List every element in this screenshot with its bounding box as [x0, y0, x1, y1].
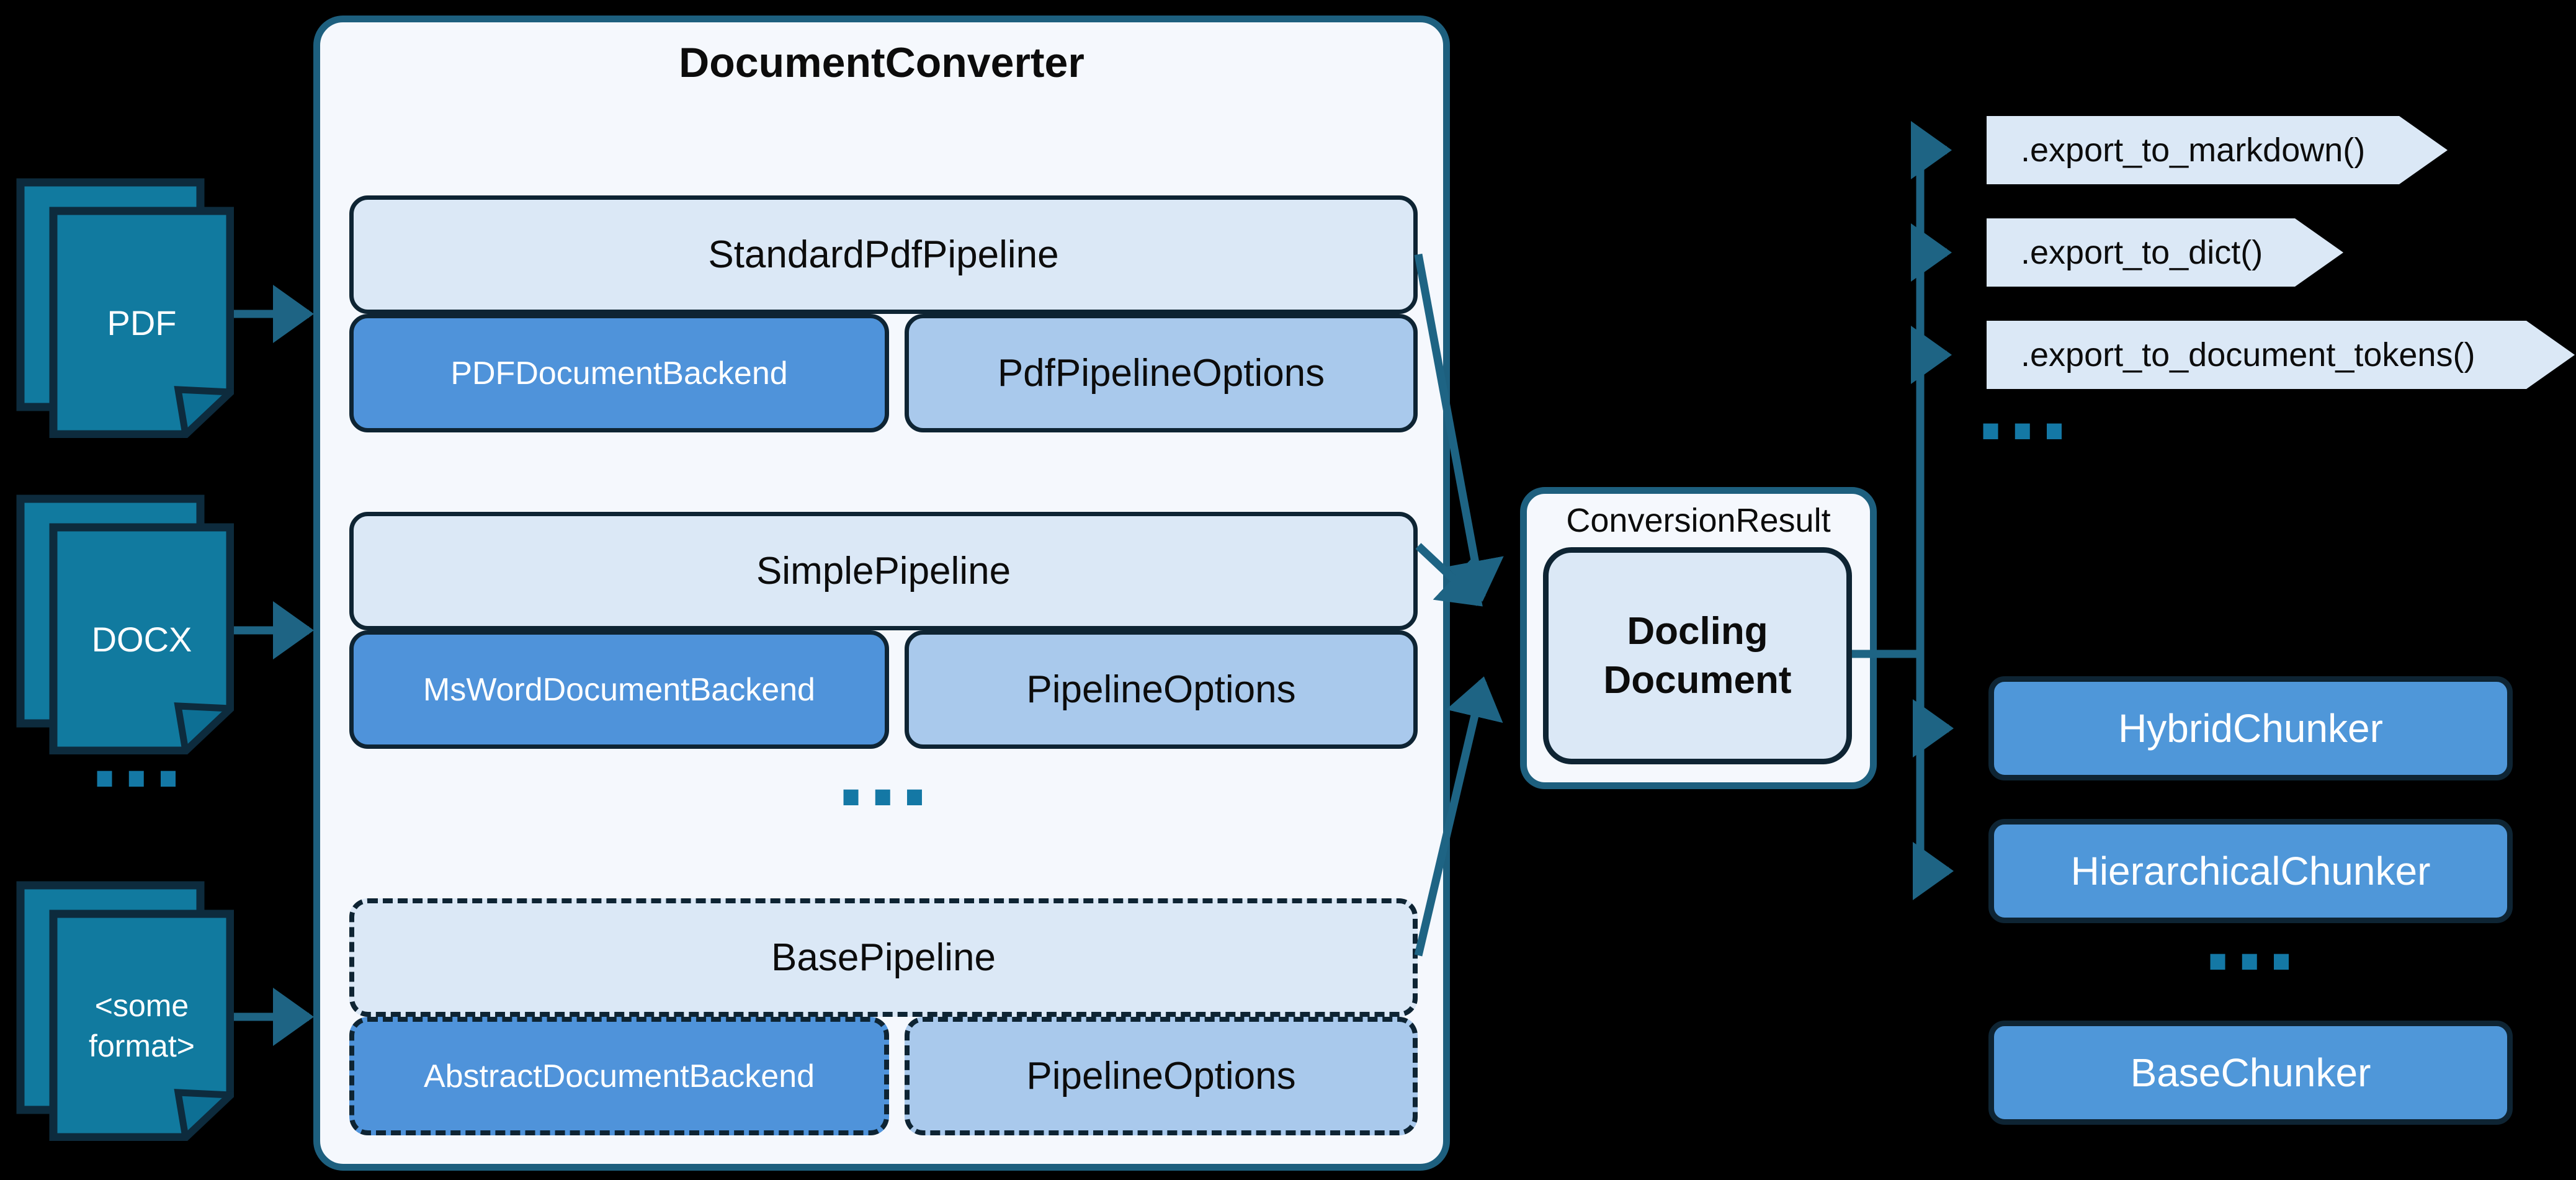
options-pipelineoptions-base: PipelineOptions [905, 1017, 1418, 1135]
docling-document-line1: Docling [1627, 609, 1768, 653]
backend-mswordddocumentbackend: MsWordDocumentBackend [349, 630, 889, 749]
export-to-markdown-tag: .export_to_markdown() [1987, 116, 2448, 184]
docling-document-box: Docling Document [1543, 547, 1852, 764]
export-to-document-tokens-tag: .export_to_document_tokens() [1987, 321, 2575, 389]
hybrid-chunker-box: HybridChunker [1988, 676, 2513, 780]
input-doc-some-format: <some format> [16, 880, 234, 1141]
document-pages-icon [16, 881, 234, 1141]
pipeline-standardpdfpipeline: StandardPdfPipeline [349, 195, 1418, 314]
hierarchical-chunker-box: HierarchicalChunker [1988, 819, 2513, 923]
export-to-dict-tag: .export_to_dict() [1987, 218, 2343, 287]
exports-ellipsis: ... [1976, 344, 2072, 462]
document-converter-title: DocumentConverter [679, 39, 1085, 86]
base-chunker-box: BaseChunker [1988, 1021, 2513, 1125]
pipeline-basepipeline: BasePipeline [349, 898, 1418, 1017]
options-pipelineoptions: PipelineOptions [905, 630, 1418, 749]
conversion-result-label: ConversionResult [1566, 502, 1831, 539]
options-pdfpipelineoptions: PdfPipelineOptions [905, 314, 1418, 432]
input-label-docx: DOCX [91, 619, 192, 659]
pipeline-simplepipeline: SimplePipeline [349, 512, 1418, 630]
chunkers-ellipsis: ... [2203, 875, 2299, 993]
inputs-ellipsis: ... [90, 692, 186, 810]
docling-document-line2: Document [1603, 659, 1792, 702]
document-pages-icon [16, 494, 234, 754]
document-pages-icon [16, 178, 234, 438]
input-label-some-format-line1: <some [94, 988, 189, 1023]
pipelines-ellipsis: ... [836, 710, 932, 828]
input-label-some-format-line2: format> [89, 1029, 195, 1063]
input-doc-docx: DOCX [16, 494, 234, 754]
input-label-pdf: PDF [107, 303, 177, 342]
input-doc-pdf: PDF [16, 177, 234, 438]
backend-abstractdocumentbackend: AbstractDocumentBackend [349, 1017, 889, 1135]
backend-pdfdocumentbackend: PDFDocumentBackend [349, 314, 889, 432]
